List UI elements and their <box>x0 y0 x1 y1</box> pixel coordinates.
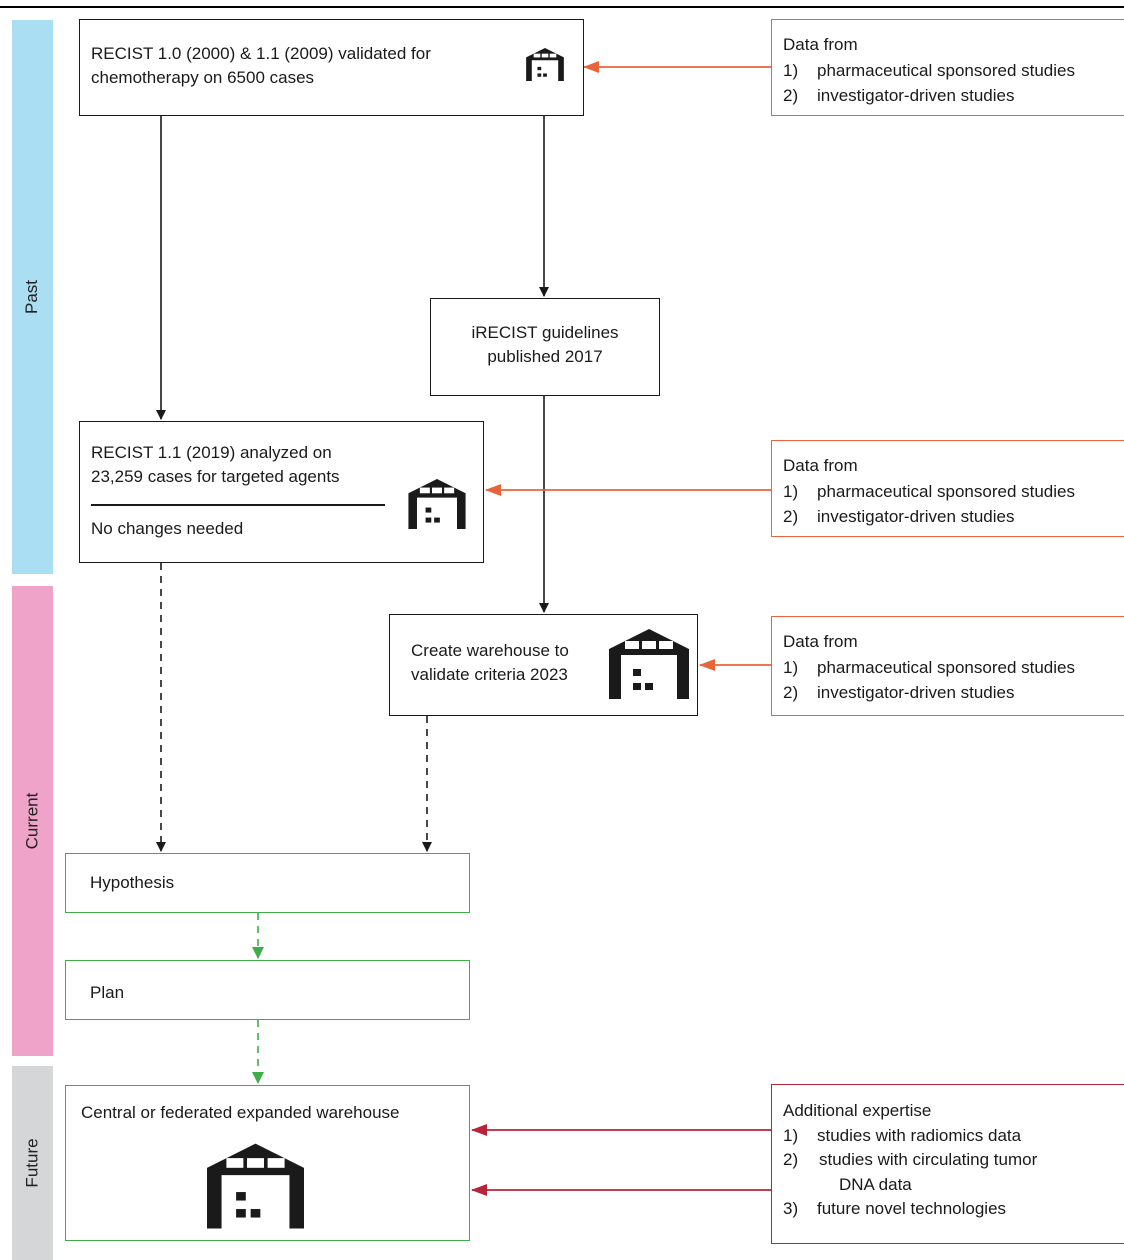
item-number: 2) <box>783 1150 799 1169</box>
data-source-box-3: Data from 1) pharmaceutical sponsored stu… <box>771 616 1124 716</box>
item-text: investigator-driven studies <box>817 86 1015 105</box>
central-warehouse-label: Central or federated expanded warehouse <box>81 1103 400 1122</box>
data-source-title: Data from <box>783 456 858 475</box>
phase-current-bar: Current <box>12 586 53 1056</box>
expertise-box: Additional expertise 1) studies with radi… <box>771 1084 1124 1244</box>
box-create-warehouse: Create warehouse to validate criteria 20… <box>389 614 698 716</box>
create-warehouse-line1: Create warehouse to <box>411 641 569 660</box>
item-text: investigator-driven studies <box>817 683 1015 702</box>
item-number: 3) <box>783 1199 799 1218</box>
item-number: 2) <box>783 86 799 105</box>
recist-analyzed-line2: 23,259 cases for targeted agents <box>91 467 340 486</box>
irecist-line1: iRECIST guidelines <box>471 323 619 342</box>
item-text: pharmaceutical sponsored studies <box>817 657 1075 677</box>
item-text: investigator-driven studies <box>817 507 1015 526</box>
warehouse-icon <box>408 479 466 529</box>
data-source-box-1: Data from 1) pharmaceutical sponsored stu… <box>771 19 1124 116</box>
divider <box>91 504 385 506</box>
data-source-title: Data from <box>783 632 858 651</box>
recist-analyzed-note: No changes needed <box>91 519 244 538</box>
item-text: pharmaceutical sponsored studies <box>817 60 1075 80</box>
warehouse-icon <box>609 629 689 699</box>
item-text: future novel technologies <box>817 1199 1007 1218</box>
box-plan: Plan <box>65 960 470 1020</box>
data-source-title: Data from <box>783 35 858 54</box>
phase-future-bar: Future <box>12 1066 53 1260</box>
item-text: pharmaceutical sponsored studies <box>817 481 1075 501</box>
plan-label: Plan <box>90 983 125 1002</box>
data-source-box-2: Data from 1) pharmaceutical sponsored stu… <box>771 440 1124 537</box>
item-number: 1) <box>783 60 799 80</box>
item-number: 2) <box>783 507 799 526</box>
box-central-warehouse: Central or federated expanded warehouse <box>65 1085 470 1241</box>
item-number: 2) <box>783 683 799 702</box>
warehouse-icon <box>526 48 564 81</box>
irecist-line2: published 2017 <box>487 347 603 366</box>
recist-validated-line2: chemotherapy on 6500 cases <box>91 68 315 87</box>
item-text-continued: DNA data <box>839 1174 912 1194</box>
item-number: 1) <box>783 481 799 501</box>
item-number: 1) <box>783 1125 799 1145</box>
expertise-title: Additional expertise <box>783 1101 932 1120</box>
create-warehouse-line2: validate criteria 2023 <box>411 665 568 684</box>
item-text: studies with radiomics data <box>817 1125 1022 1145</box>
box-irecist: iRECIST guidelines published 2017 <box>430 298 660 396</box>
warehouse-icon <box>207 1143 304 1229</box>
item-number: 1) <box>783 657 799 677</box>
phase-past-bar: Past <box>12 20 53 574</box>
box-recist-analyzed: RECIST 1.1 (2019) analyzed on 23,259 cas… <box>79 421 484 563</box>
hypothesis-label: Hypothesis <box>90 873 175 892</box>
item-text: studies with circulating tumor <box>819 1150 1038 1169</box>
box-recist-validated: RECIST 1.0 (2000) & 1.1 (2009) validated… <box>79 19 584 116</box>
box-hypothesis: Hypothesis <box>65 853 470 913</box>
top-rule <box>0 6 1124 8</box>
recist-analyzed-line1: RECIST 1.1 (2019) analyzed on <box>91 443 332 462</box>
recist-validated-line1: RECIST 1.0 (2000) & 1.1 (2009) validated… <box>91 44 431 63</box>
